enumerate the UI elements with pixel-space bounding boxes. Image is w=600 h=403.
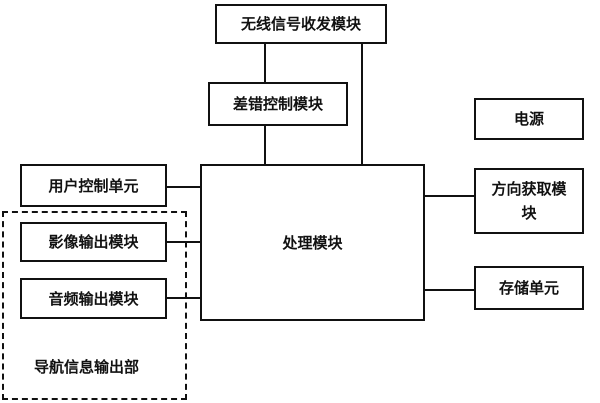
nav-output-group: [2, 211, 187, 400]
video-output-module: 影像输出模块: [20, 222, 167, 262]
audio-output-module-label: 音频输出模块: [48, 289, 139, 308]
nav-output-group-label: 导航信息输出部: [34, 358, 140, 376]
power-block-label: 电源: [513, 110, 544, 128]
wireless-module: 无线信号收发模块: [215, 4, 387, 44]
diff-control-module-label: 差错控制模块: [232, 95, 323, 113]
video-output-module-label: 影像输出模块: [48, 233, 139, 251]
processing-module-label: 处理模块: [282, 233, 343, 252]
wireless-module-label: 无线信号收发模块: [240, 15, 361, 33]
direction-module: 方向获取模块: [474, 168, 584, 234]
audio-output-module: 音频输出模块: [20, 278, 167, 319]
diff-control-module: 差错控制模块: [208, 82, 348, 126]
storage-unit: 存储单元: [474, 266, 584, 310]
user-control-unit: 用户控制单元: [20, 164, 167, 207]
user-control-unit-label: 用户控制单元: [48, 176, 139, 195]
direction-module-label: 方向获取模块: [491, 180, 567, 222]
processing-module: 处理模块: [200, 164, 425, 321]
power-block: 电源: [474, 98, 584, 140]
storage-unit-label: 存储单元: [498, 279, 559, 297]
